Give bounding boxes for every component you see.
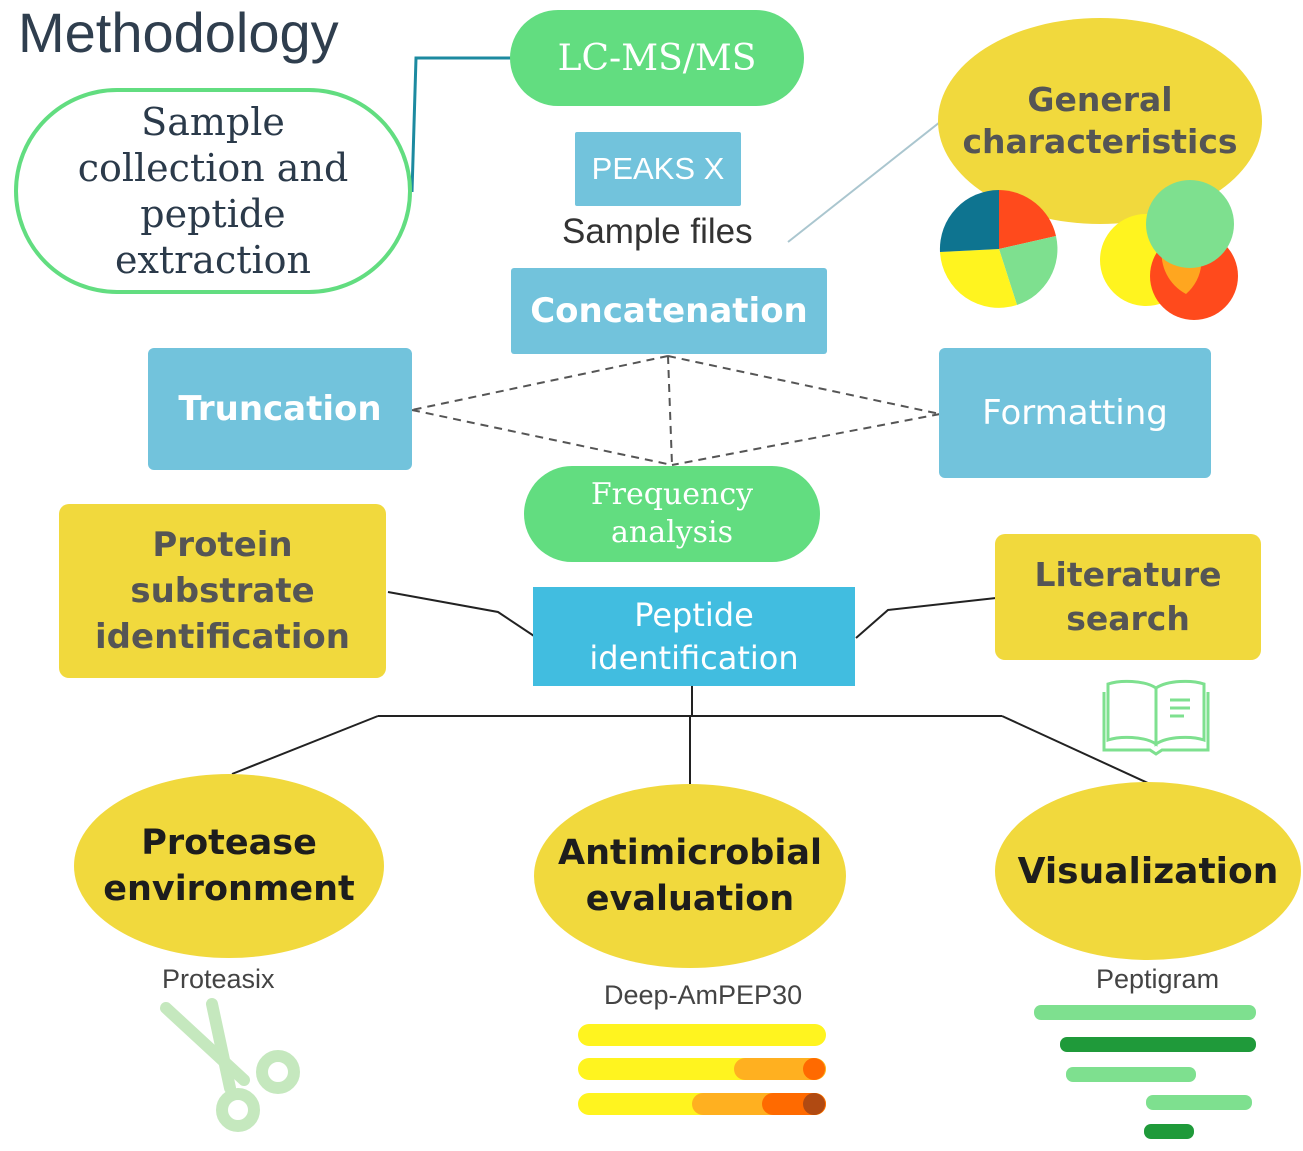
peaks-label: PEAKS X [591, 151, 725, 186]
sample-files-label: Sample files [562, 212, 753, 251]
tree-connectors [231, 686, 1151, 785]
proteasix-label: Proteasix [162, 964, 275, 994]
venn-diagram-icon [1100, 180, 1238, 320]
page-title: Methodology [18, 1, 339, 64]
pie-slice-red [999, 190, 1056, 249]
peptide-identification-node: Peptide identification [533, 587, 855, 686]
bar-row-2 [578, 1058, 826, 1080]
general-characteristics-label: General characteristics [962, 80, 1238, 161]
bar-row-1 [578, 1024, 826, 1046]
connector-protein-peptide [387, 591, 535, 637]
open-book-icon [1102, 679, 1210, 756]
protease-environment-label: Protease environment [103, 823, 355, 909]
concatenation-node: Concatenation [511, 268, 827, 354]
progress-bars-icon [578, 1024, 826, 1115]
venn-circle-green [1146, 180, 1234, 268]
peptigram-bar-2 [1060, 1037, 1256, 1052]
pie-slice-yellow [940, 249, 1017, 308]
connector-sample-lcms [410, 56, 512, 193]
lcms-node: LC-MS/MS [510, 10, 804, 106]
frequency-analysis-node: Frequency analysis [524, 466, 820, 562]
peptigram-bars-icon [1034, 1005, 1256, 1139]
protein-substrate-label: Protein substrate identification [95, 525, 350, 657]
pie-chart-icon [939, 189, 1058, 308]
pie-slice-teal [939, 189, 999, 252]
formatting-label: Formatting [982, 393, 1168, 433]
literature-search-node: Literature search [995, 534, 1261, 660]
antimicrobial-evaluation-label: Antimicrobial evaluation [558, 833, 822, 919]
peptide-identification-label: Peptide identification [589, 595, 799, 677]
formatting-node: Formatting [939, 348, 1211, 478]
deep-ampep-label: Deep-AmPEP30 [604, 980, 803, 1010]
scissors-icon [160, 998, 300, 1132]
lcms-label: LC-MS/MS [557, 37, 757, 79]
dashed-diamond [411, 355, 941, 466]
visualization-node: Visualization [995, 782, 1301, 960]
visualization-label: Visualization [1017, 850, 1279, 892]
sample-collection-label: Sample collection and peptide extraction [77, 100, 349, 282]
peptigram-bar-5 [1144, 1124, 1194, 1139]
literature-search-label: Literature search [1034, 555, 1222, 638]
peaks-node: PEAKS X [575, 132, 741, 206]
truncation-node: Truncation [148, 348, 412, 470]
protease-environment-node: Protease environment [74, 774, 384, 958]
connector-literature-peptide [855, 597, 997, 639]
peptigram-bar-3 [1066, 1067, 1196, 1082]
peptigram-bar-1 [1034, 1005, 1256, 1020]
peptigram-label: Peptigram [1096, 964, 1220, 994]
frequency-analysis-label: Frequency analysis [590, 477, 754, 550]
sample-collection-node: Sample collection and peptide extraction [14, 88, 412, 294]
bar-row-3 [578, 1093, 826, 1115]
pie-slice-green [999, 236, 1058, 305]
peptigram-bar-4 [1146, 1095, 1252, 1110]
antimicrobial-evaluation-node: Antimicrobial evaluation [534, 784, 846, 968]
protein-substrate-node: Protein substrate identification [59, 504, 386, 678]
truncation-label: Truncation [178, 389, 382, 429]
connector-files-general [787, 121, 941, 243]
concatenation-label: Concatenation [530, 291, 808, 331]
